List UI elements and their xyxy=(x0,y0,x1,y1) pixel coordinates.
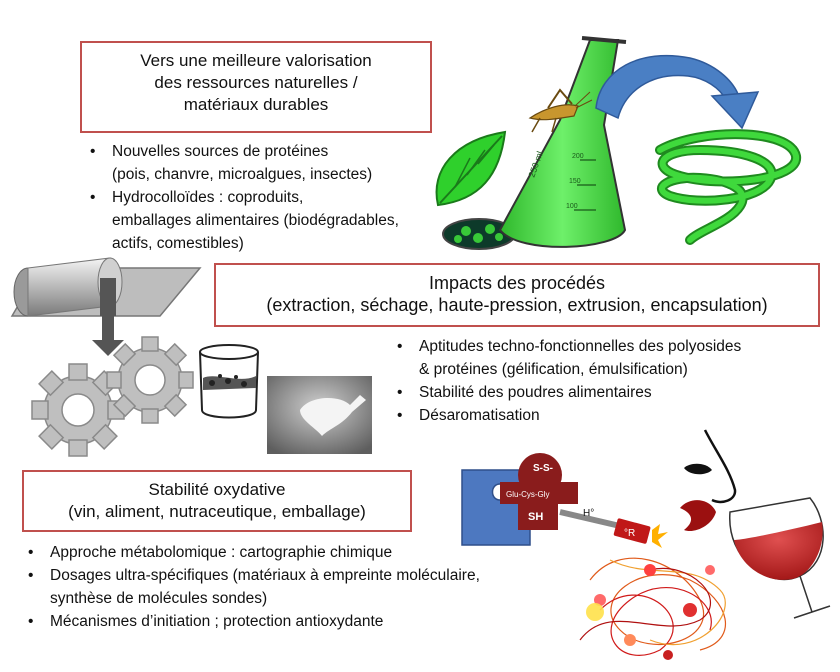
bullet-line: emballages alimentaires (biodégradables, xyxy=(112,212,399,229)
box-oxydative-line-2: (vin, aliment, nutraceutique, emballage) xyxy=(68,502,366,521)
leaf-icon xyxy=(435,130,507,207)
nose-icon xyxy=(684,429,737,504)
glutathione-molecule-icon: S-S- Glu-Cys-Gly SH xyxy=(500,453,578,530)
bullet-line: Hydrocolloïdes : coproduits, xyxy=(112,189,304,206)
box-valorisation-line-3: matériaux durables xyxy=(183,95,329,114)
down-arrow-icon xyxy=(92,316,124,356)
bullet-procedes-2: Stabilité des poudres alimentaires xyxy=(391,381,741,404)
thiol-label: SH xyxy=(528,511,543,523)
bullet-oxydative-2: Dosages ultra-spécifiques (matériaux à e… xyxy=(22,564,480,610)
grasshopper-icon xyxy=(528,88,593,133)
box-procedes-line-2: (extraction, séchage, haute-pression, ex… xyxy=(266,295,768,315)
gel-photo xyxy=(267,376,372,454)
flask-grad-low: 100 xyxy=(566,203,578,210)
tripeptide-label: Glu-Cys-Gly xyxy=(506,490,550,499)
polymer-network-icon xyxy=(579,557,727,660)
flask-icon: 250 ml 200 150 100 xyxy=(498,36,627,248)
box-procedes-line-1: Impacts des procédés xyxy=(428,273,606,293)
bullet-line: Aptitudes techno-fonctionnelles des poly… xyxy=(419,338,742,355)
box-valorisation-line-1: Vers une meilleure valorisation xyxy=(140,51,372,70)
bullet-line: & protéines (gélification, émulsificatio… xyxy=(419,361,688,378)
hydrogen-label: H° xyxy=(583,508,594,519)
bullet-oxydative-1: Approche métabolomique : cartographie ch… xyxy=(22,541,480,564)
flask-grad-top: 200 xyxy=(572,153,584,160)
petri-dish-icon xyxy=(442,218,516,250)
box-valorisation-line-2: des ressources naturelles / xyxy=(154,73,358,92)
bullet-valorisation-2: Hydrocolloïdes : coproduits, emballages … xyxy=(84,186,399,255)
bullet-procedes-1: Aptitudes techno-fonctionnelles des poly… xyxy=(391,335,741,381)
list-procedes: Aptitudes techno-fonctionnelles des poly… xyxy=(391,335,741,427)
wine-glass-icon xyxy=(729,497,831,619)
box-oxydative-line-1: Stabilité oxydative xyxy=(148,480,286,499)
flask-grad-mid: 150 xyxy=(569,178,581,185)
bullet-valorisation-1: Nouvelles sources de protéines (pois, ch… xyxy=(84,140,399,186)
bullet-line: actifs, comestibles) xyxy=(112,235,244,252)
bullet-line: Stabilité des poudres alimentaires xyxy=(419,384,652,401)
bullet-line: Nouvelles sources de protéines xyxy=(112,143,329,160)
radical-label: °R xyxy=(624,528,635,539)
bullet-line: (pois, chanvre, microalgues, insectes) xyxy=(112,166,373,183)
list-valorisation: Nouvelles sources de protéines (pois, ch… xyxy=(84,140,399,255)
disulfide-label: S-S- xyxy=(533,463,553,474)
bullet-oxydative-3: Mécanismes d’initiation ; protection ant… xyxy=(22,610,480,633)
bullet-line: Dosages ultra-spécifiques (matériaux à e… xyxy=(50,567,480,584)
hydrogen-transfer-arrow: H° °R xyxy=(559,508,668,548)
bullet-line: Désaromatisation xyxy=(419,407,540,424)
bullet-procedes-3: Désaromatisation xyxy=(391,404,741,427)
bullet-line: Approche métabolomique : cartographie ch… xyxy=(50,544,393,561)
box-procedes: Impacts des procédés (extraction, séchag… xyxy=(214,263,820,327)
gears-icon xyxy=(31,336,194,457)
box-valorisation: Vers une meilleure valorisation des ress… xyxy=(80,41,432,133)
spiral-icon xyxy=(655,129,801,245)
rolled-sheet-icon xyxy=(10,257,202,317)
list-oxydative: Approche métabolomique : cartographie ch… xyxy=(22,541,480,633)
bullet-line: Mécanismes d’initiation ; protection ant… xyxy=(50,613,384,630)
box-oxydative: Stabilité oxydative (vin, aliment, nutra… xyxy=(22,470,412,532)
beaker-icon xyxy=(199,344,259,419)
bullet-line: synthèse de molécules sondes) xyxy=(50,590,268,607)
lips-icon xyxy=(680,500,716,532)
curved-arrow-icon xyxy=(595,54,760,130)
